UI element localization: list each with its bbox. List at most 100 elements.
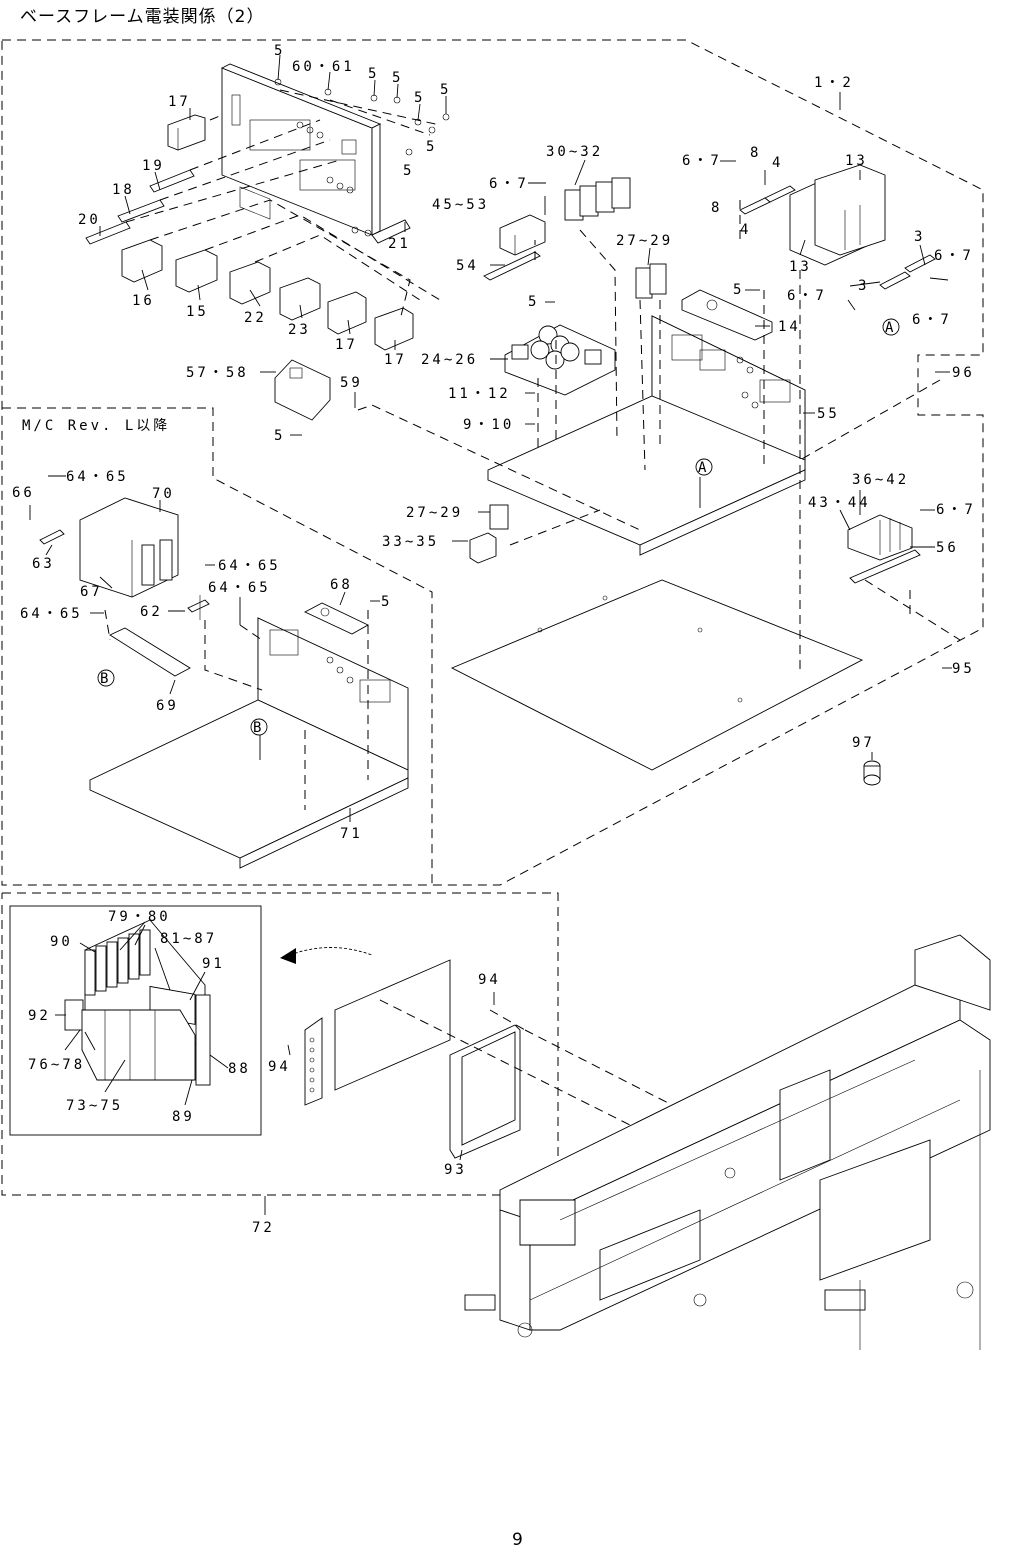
callout-label: 5 (440, 82, 451, 98)
svg-text:B: B (253, 720, 264, 736)
callout-label: 27~29 (616, 233, 673, 249)
callout-label: 4 (772, 155, 783, 171)
brackets-3-4 (739, 185, 936, 290)
upper-leaders-dash (357, 200, 961, 675)
callout-label: 6・7 (936, 502, 976, 518)
callout-label: 8 (711, 200, 722, 216)
callout-label: 76~78 (28, 1057, 85, 1073)
callout-label: 91 (202, 956, 225, 972)
spacer-97 (863, 760, 881, 786)
contactors-27-29 (635, 263, 667, 299)
callout-label: 69 (156, 698, 179, 714)
callout-label: 5 (274, 428, 285, 444)
heatsink-36-42 (847, 514, 921, 584)
svg-text:A: A (698, 460, 709, 476)
callout-label: 6・7 (489, 176, 529, 192)
callout-label: 15 (186, 304, 209, 320)
bracket-63 (39, 529, 65, 545)
callout-label: 6・7 (934, 248, 974, 264)
rotate-arrow (280, 947, 373, 964)
callout-label: 16 (132, 293, 155, 309)
transformer-13 (789, 164, 886, 266)
callout-label: 64・65 (20, 606, 83, 622)
callout-label: 95 (952, 661, 975, 677)
callout-label: 24~26 (421, 352, 478, 368)
relay-17-top (167, 114, 206, 151)
callout-label: 8 (750, 145, 761, 161)
callout-label: 67 (80, 584, 103, 600)
callout-label: 5 (733, 282, 744, 298)
callout-label: 3 (858, 278, 869, 294)
sleeves-18-21 (85, 169, 411, 245)
main-chassis-55 (487, 315, 806, 556)
callout-label: 30~32 (546, 144, 603, 160)
callout-label: 79・80 (108, 909, 171, 925)
callout-label: 6・7 (682, 153, 722, 169)
chassis-71 (89, 617, 409, 869)
callout-label: 20 (78, 212, 101, 228)
callout-labels: 5 60・61 5 5 5 5 5 5 17 19 18 20 21 16 15… (12, 43, 976, 1236)
callout-label: 5 (414, 90, 425, 106)
callout-label: 54 (456, 258, 479, 274)
callout-label: 21 (388, 236, 411, 252)
callout-label: 89 (172, 1109, 195, 1125)
callout-label: 93 (444, 1162, 467, 1178)
callout-label: 92 (28, 1008, 51, 1024)
leader-lines (29, 54, 952, 1215)
revl-leaders-dash (104, 609, 369, 810)
base-plate-upper (450, 579, 864, 771)
terminal-block-45 (483, 214, 546, 281)
board-57-58 (274, 359, 331, 421)
board-14 (681, 289, 773, 341)
callout-label: 22 (244, 310, 267, 326)
relays-lower-row (121, 239, 414, 351)
callout-label: 94 (268, 1059, 291, 1075)
callout-label: 14 (778, 319, 801, 335)
panel-wiring-dashes (125, 89, 441, 321)
bracket-93 (449, 1024, 521, 1159)
panel-unit (304, 959, 451, 1106)
callout-label: 64・65 (208, 580, 271, 596)
callout-label: 43・44 (808, 495, 871, 511)
callout-label: 13 (789, 259, 812, 275)
callout-label: 88 (228, 1061, 251, 1077)
relay-panel-assembly (220, 63, 382, 236)
callout-label: 45~53 (432, 197, 489, 213)
callout-label: 17 (168, 94, 191, 110)
callout-label: 6・7 (912, 312, 952, 328)
callout-label: 62 (140, 604, 163, 620)
machine-base-frame (464, 934, 991, 1350)
callout-label: 56 (936, 540, 959, 556)
callout-label: 96 (952, 365, 975, 381)
callout-label: 71 (340, 826, 363, 842)
bracket-62 (187, 595, 210, 620)
callout-label: 70 (152, 486, 175, 502)
page-title: ベースフレーム電装関係（2） (20, 7, 265, 27)
lower-leaders-dash (379, 999, 781, 1201)
callout-label: 97 (852, 735, 875, 751)
upper-group-boundary (1, 39, 984, 886)
rev-note: M/C Rev. L以降 (22, 418, 170, 434)
svg-text:B: B (100, 671, 111, 687)
callout-label: 55 (817, 406, 840, 422)
callout-label: 63 (32, 556, 55, 572)
callout-label: 66 (12, 485, 35, 501)
reference-circle-a-1: A (882, 318, 900, 336)
callout-label: 5 (381, 594, 392, 610)
bracket-69 (109, 627, 191, 677)
callout-label: 6・7 (787, 288, 827, 304)
callout-label: 5 (368, 66, 379, 82)
callout-label: 27~29 (406, 505, 463, 521)
callout-label: 4 (740, 222, 751, 238)
callout-label: 5 (426, 139, 437, 155)
callout-label: 64・65 (66, 469, 129, 485)
callout-label: 17 (384, 352, 407, 368)
reference-circle-a-2: A (695, 458, 713, 476)
terminal-rail-assembly (64, 919, 211, 1086)
callout-label: 1・2 (814, 75, 854, 91)
callout-label: 5 (392, 70, 403, 86)
callout-label: 68 (330, 577, 353, 593)
callout-label: 94 (478, 972, 501, 988)
callout-label: 90 (50, 934, 73, 950)
callout-label: 5 (528, 294, 539, 310)
